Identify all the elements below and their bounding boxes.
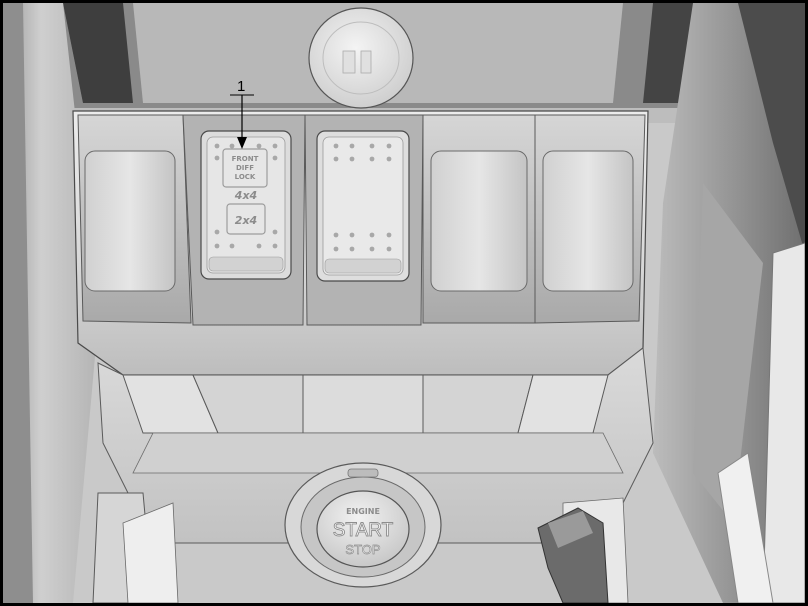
indicator-dots-bottom-2: [333, 232, 392, 252]
diff-lock-icon: [222, 148, 268, 188]
callout-number: 1: [237, 78, 245, 95]
mode-4x4-label: 4x4: [234, 189, 257, 202]
lower-console-facets: [122, 374, 609, 434]
start-button-line-1: ENGINE: [346, 507, 380, 516]
top-knob: [308, 7, 414, 109]
mode-2x4-label: 2x4: [235, 214, 257, 227]
blank-plugs: [84, 150, 634, 292]
indicator-dots-top-2: [333, 143, 392, 162]
start-button-line-3: STOP: [345, 542, 380, 557]
diff-lock-line-3: LOCK: [235, 173, 256, 181]
engine-start-stop-button[interactable]: ENGINE START STOP: [284, 462, 442, 588]
callout-1: 1: [230, 78, 254, 149]
second-rocker-switch[interactable]: [316, 130, 410, 282]
dash-drawing: FRONT DIFF LOCK 4x4 2x4: [3, 3, 805, 603]
callout-arrow-icon: [237, 137, 247, 149]
mode-2x4-frame: [226, 203, 266, 235]
indicator-dots-top: [214, 143, 278, 161]
indicator-dots-bottom: [214, 229, 278, 249]
drive-mode-rocker-switch[interactable]: FRONT DIFF LOCK 4x4 2x4: [200, 130, 292, 280]
start-button-line-2: START: [333, 520, 394, 541]
diff-lock-line-2: DIFF: [236, 164, 254, 172]
diff-lock-line-1: FRONT: [232, 155, 259, 163]
